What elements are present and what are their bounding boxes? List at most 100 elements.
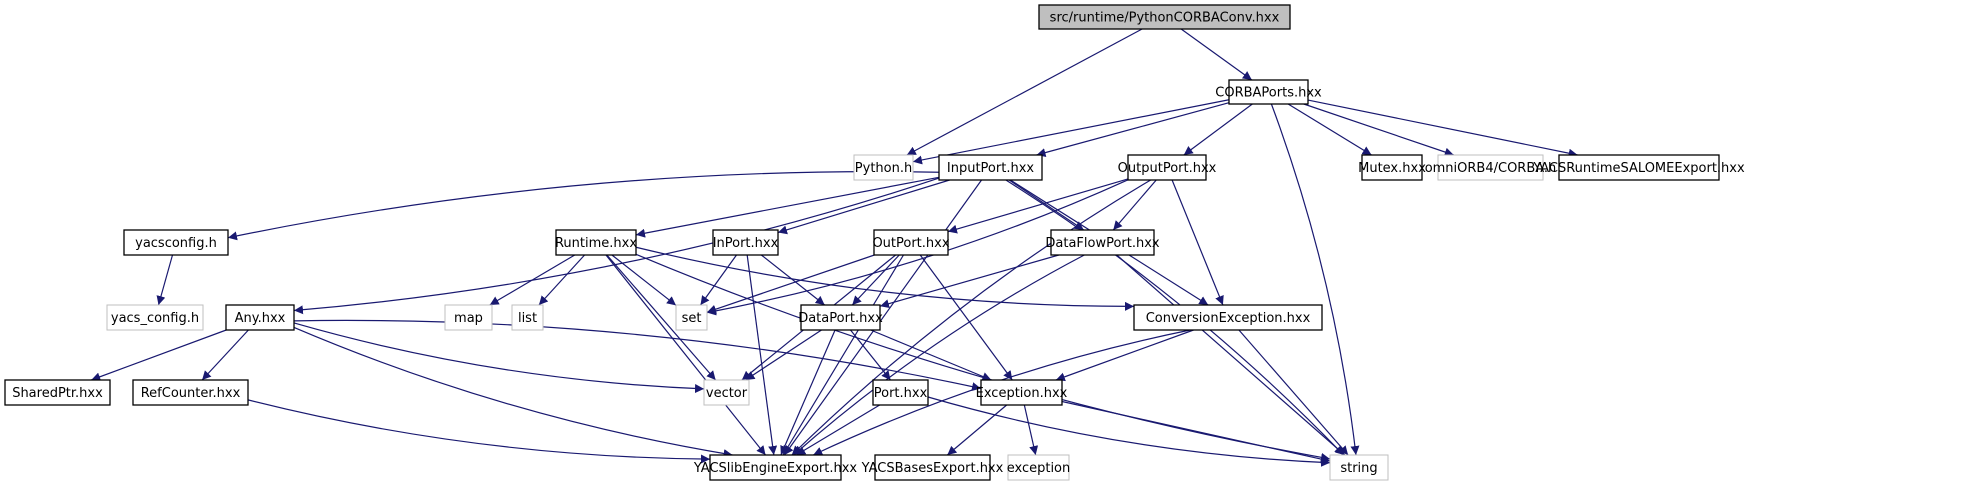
edge-runtime-to-set	[611, 254, 677, 306]
edge-outport-to-yacslibengine	[782, 254, 904, 456]
edge-port-to-string	[927, 396, 1331, 467]
edge-runtime-to-string	[635, 253, 1331, 462]
node-label: YACSBasesExport.hxx	[861, 461, 1004, 476]
node-root[interactable]: src/runtime/PythonCORBAConv.hxx	[1038, 4, 1291, 30]
node-inport[interactable]: InPort.hxx	[712, 229, 779, 256]
node-box	[4, 379, 111, 406]
node-sharedptr[interactable]: SharedPtr.hxx	[4, 379, 111, 406]
node-yacsbases[interactable]: YACSBasesExport.hxx	[861, 454, 1004, 481]
node-pythonh: Python.h	[853, 154, 914, 181]
edge-conversionexception-to-exception_hxx	[1055, 329, 1194, 382]
node-outputport[interactable]: OutputPort.hxx	[1118, 154, 1217, 181]
node-label: DataPort.hxx	[798, 311, 883, 326]
edge-inputport-to-any	[293, 177, 940, 315]
edge-any-to-vector	[293, 322, 705, 394]
node-label: Python.h	[855, 161, 912, 176]
node-box	[132, 379, 249, 406]
node-string: string	[1329, 454, 1389, 481]
node-label: list	[518, 311, 537, 326]
edges-layer	[91, 28, 1578, 467]
node-yacsconfig[interactable]: yacsconfig.h	[123, 229, 229, 256]
edge-runtime-to-yacslibengine	[605, 254, 766, 456]
edge-inport-to-yacslibengine	[746, 254, 778, 456]
edge-inputport-to-dataflowport	[1008, 179, 1085, 231]
edge-runtime-to-vector	[606, 254, 717, 381]
node-box	[1361, 154, 1423, 181]
node-port[interactable]: Port.hxx	[872, 379, 929, 406]
edge-dataport-to-yacslibengine	[780, 329, 836, 456]
node-box	[123, 229, 229, 256]
node-label: ConversionException.hxx	[1146, 311, 1311, 326]
edge-inport-to-set	[700, 254, 737, 306]
edge-corbaports-to-mutex	[1287, 103, 1372, 156]
node-set: set	[675, 304, 708, 331]
edge-inputport-to-yacsconfig	[227, 171, 940, 241]
node-box	[1228, 79, 1309, 105]
edge-inport-to-dataport	[760, 254, 826, 306]
node-runtime[interactable]: Runtime.hxx	[555, 229, 637, 256]
node-exception_hxx[interactable]: Exception.hxx	[976, 379, 1068, 406]
node-dataflowport[interactable]: DataFlowPort.hxx	[1045, 229, 1160, 256]
node-yacslibengine[interactable]: YACSlibEngineExport.hxx	[693, 454, 858, 481]
node-label: omniORB4/CORBA.h	[1425, 161, 1557, 176]
node-box	[1050, 229, 1155, 256]
node-outport[interactable]: OutPort.hxx	[872, 229, 950, 256]
edge-exception_hxx-to-exception	[1023, 404, 1039, 456]
node-label: OutPort.hxx	[872, 236, 949, 251]
node-refcounter[interactable]: RefCounter.hxx	[132, 379, 249, 406]
node-any[interactable]: Any.hxx	[225, 304, 295, 331]
node-box	[1007, 454, 1070, 481]
edge-dataport-to-port	[850, 329, 891, 381]
node-box	[853, 154, 914, 181]
edge-exception_hxx-to-string	[1061, 400, 1331, 464]
node-box	[872, 379, 929, 406]
node-box	[1038, 4, 1291, 30]
node-label: InPort.hxx	[713, 236, 779, 251]
node-label: string	[1340, 461, 1377, 476]
node-vector: vector	[703, 379, 750, 406]
edge-outputport-to-outport	[947, 178, 1129, 234]
node-omniorb: omniORB4/CORBA.h	[1425, 154, 1557, 181]
node-label: Any.hxx	[235, 311, 286, 326]
node-box	[1133, 304, 1323, 331]
edge-inputport-to-inport	[777, 179, 950, 235]
edge-dataflowport-to-string	[1116, 254, 1346, 456]
node-mutex[interactable]: Mutex.hxx	[1358, 154, 1426, 181]
edge-outputport-to-yacslibengine	[791, 179, 1151, 456]
node-box	[800, 304, 881, 331]
edge-dataflowport-to-dataport	[879, 254, 1059, 309]
node-label: vector	[706, 386, 748, 401]
edge-outport-to-dataport	[851, 254, 900, 306]
edge-corbaports-to-inputport	[1036, 102, 1230, 157]
node-corbaports[interactable]: CORBAPorts.hxx	[1215, 79, 1322, 105]
node-label: DataFlowPort.hxx	[1045, 236, 1160, 251]
node-box	[1329, 454, 1389, 481]
node-label: SharedPtr.hxx	[12, 386, 103, 401]
edge-any-to-sharedptr	[91, 329, 227, 382]
node-label: InputPort.hxx	[947, 161, 1034, 176]
node-conversionexception[interactable]: ConversionException.hxx	[1133, 304, 1323, 331]
node-label: yacs_config.h	[111, 311, 199, 326]
node-yacsruntimesalome[interactable]: YACSRuntimeSALOMEExport.hxx	[1532, 154, 1745, 181]
node-box	[675, 304, 708, 331]
node-label: Exception.hxx	[976, 386, 1068, 401]
node-dataport[interactable]: DataPort.hxx	[798, 304, 883, 331]
node-label: Port.hxx	[874, 386, 928, 401]
node-label: YACSlibEngineExport.hxx	[693, 461, 858, 476]
node-box	[712, 229, 779, 256]
edge-outport-to-set	[706, 254, 875, 314]
node-box	[1127, 154, 1207, 181]
node-box	[874, 454, 991, 481]
node-label: yacsconfig.h	[135, 236, 217, 251]
node-inputport[interactable]: InputPort.hxx	[938, 154, 1043, 181]
edge-inputport-to-runtime	[635, 176, 940, 238]
node-exception: exception	[1007, 454, 1070, 481]
edge-exception_hxx-to-yacsbases	[946, 404, 1008, 456]
edge-runtime-to-conversionexception	[635, 246, 1135, 311]
node-label: YACSRuntimeSALOMEExport.hxx	[1532, 161, 1745, 176]
edge-conversionexception-to-string	[1238, 329, 1349, 456]
node-box	[703, 379, 750, 406]
edge-dataport-to-exception_hxx	[870, 329, 992, 381]
node-box	[511, 304, 544, 331]
